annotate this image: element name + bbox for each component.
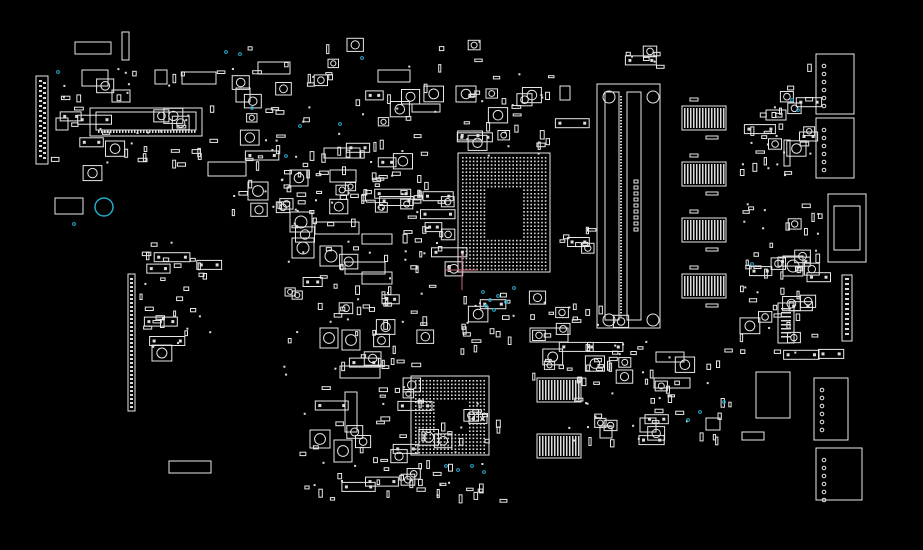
crosshair-cursor <box>446 254 478 290</box>
bottom-memory-chips[interactable] <box>536 377 582 459</box>
vias <box>56 50 800 474</box>
memory-slot[interactable] <box>596 83 661 329</box>
memory-chips[interactable] <box>681 97 727 308</box>
secondary-bga-chip[interactable] <box>410 375 490 456</box>
top-left-components[interactable] <box>54 31 247 474</box>
component-cluster[interactable] <box>50 37 845 504</box>
left-vertical-connector[interactable] <box>127 273 136 412</box>
left-edge-connector[interactable] <box>35 75 49 165</box>
right-port-connectors[interactable] <box>755 53 867 503</box>
top-left-connector[interactable] <box>89 107 203 137</box>
main-bga-chip[interactable] <box>457 152 551 273</box>
circle-mount-hole <box>94 197 114 217</box>
